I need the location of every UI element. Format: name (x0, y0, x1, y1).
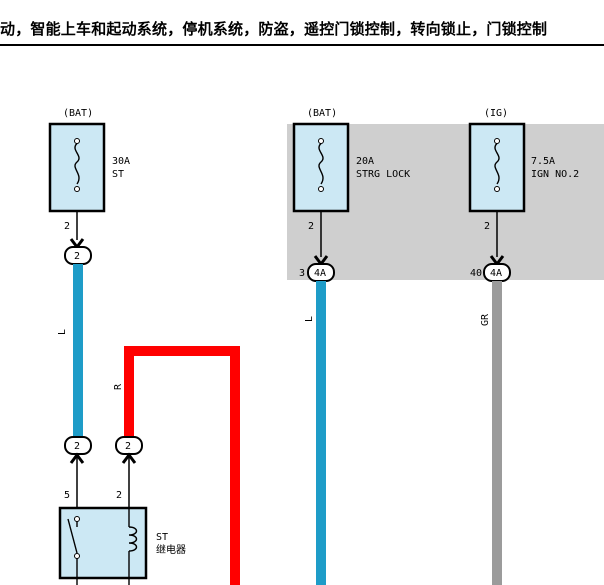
connector-ign-no2-code: 4A (490, 268, 502, 279)
connector-strg-lock-pin: 3 (299, 268, 305, 279)
page-title: 动，智能上车和起动系统，停机系统，防盗，遥控门锁控制，转向锁止，门锁控制 (0, 20, 548, 38)
relay-switch-symbol (67, 516, 80, 585)
fuse-ign-no2-rating: 7.5A (531, 156, 555, 167)
relay-left-pin: 5 (64, 490, 70, 501)
fuse-st-name: ST (112, 169, 124, 180)
title-divider (0, 44, 604, 46)
fuse-st-rating: 30A (112, 156, 130, 167)
wire-st-color-code: L (57, 329, 68, 335)
relay-right-pin: 2 (116, 490, 122, 501)
fuse-ign-no2-box (468, 122, 526, 213)
wire-red-r (124, 346, 240, 585)
relay-left-arrow (69, 452, 85, 464)
relay-st-subtitle: 继电器 (156, 543, 186, 556)
fuse-strg-lock-symbol (318, 138, 324, 192)
fuse-st-symbol (74, 138, 80, 192)
fuse-strg-lock-source: (BAT) (307, 108, 337, 119)
wire-strg-lock-color-code: L (304, 316, 315, 322)
fuse-ign-no2-symbol (494, 138, 500, 192)
wire-ign-no2-color-code: GR (480, 313, 491, 326)
fuse-ign-no2-pin: 2 (484, 221, 490, 232)
connector-strg-lock-code: 4A (314, 268, 326, 279)
relay-coil-symbol (128, 508, 138, 585)
connector-st-out-code: 2 (74, 251, 80, 262)
fuse-ign-no2-name: IGN NO.2 (531, 169, 579, 180)
relay-st-name: ST (156, 532, 168, 543)
fuse-st-pin: 2 (64, 221, 70, 232)
fuse-strg-lock-pin: 2 (308, 221, 314, 232)
relay-right-arrow (121, 452, 137, 464)
fuse-st-arrow (69, 238, 85, 250)
fuse-ign-no2-source: (IG) (484, 108, 508, 119)
fuse-strg-lock-name: STRG LOCK (356, 169, 410, 180)
fuse-st-source: (BAT) (63, 108, 93, 119)
fuse-strg-lock-box (292, 122, 350, 213)
fuse-st-box (48, 122, 106, 213)
fuse-strg-lock-rating: 20A (356, 156, 374, 167)
connector-ign-no2-pin: 40 (470, 268, 482, 279)
wire-red-color-code: R (113, 383, 124, 390)
connector-relay-left-code: 2 (74, 441, 80, 452)
connector-relay-right-code: 2 (125, 441, 131, 452)
